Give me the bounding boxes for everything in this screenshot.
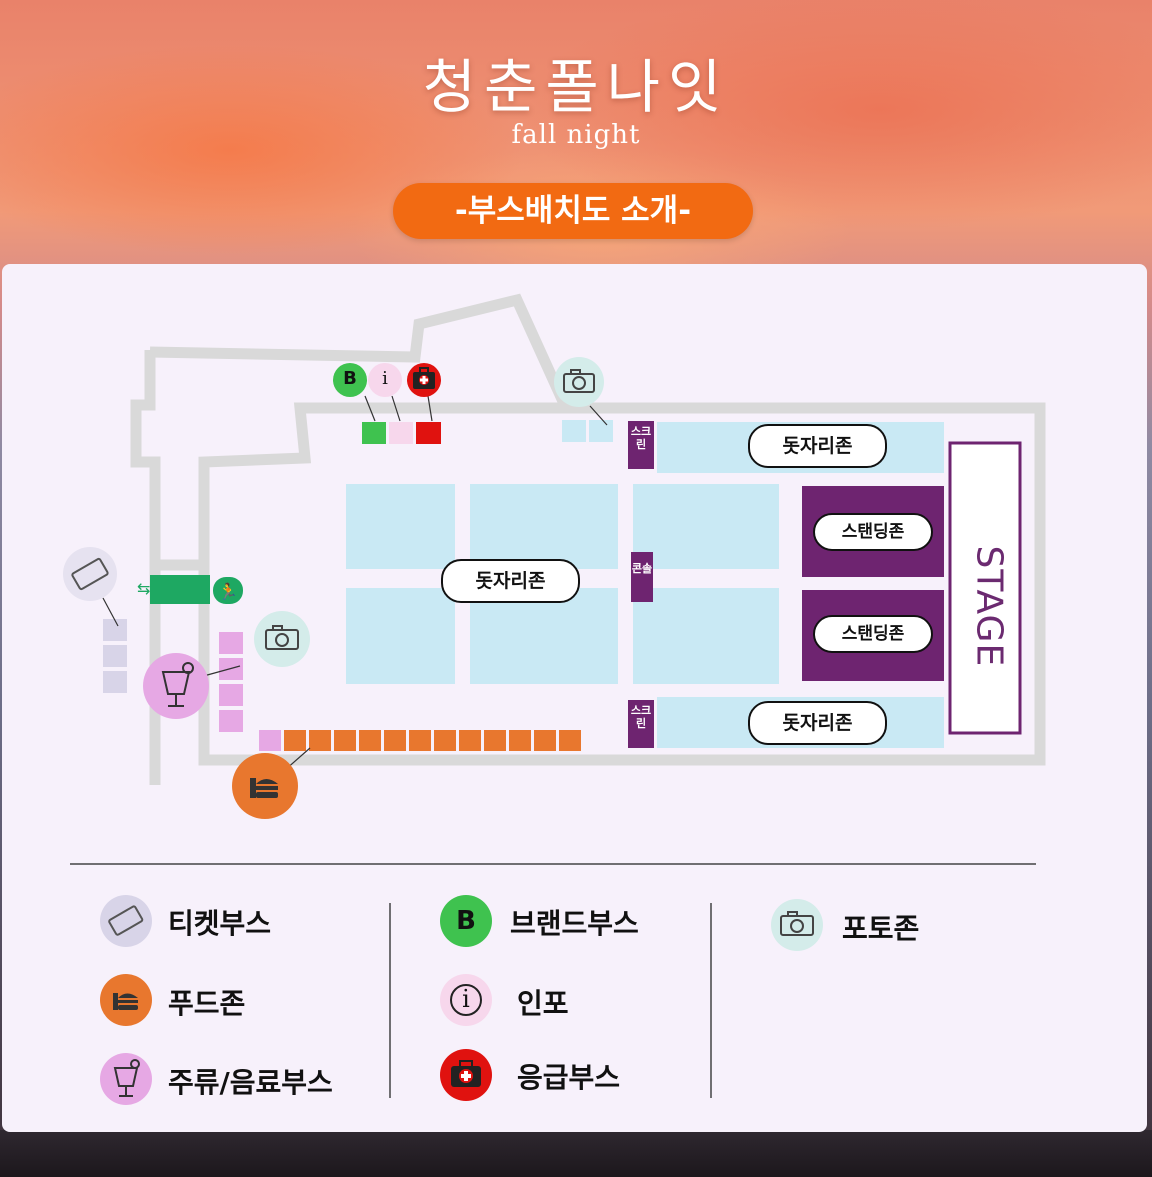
burger-icon [113,993,138,1010]
legend-drink-label: 주류/음료부스 [168,1066,333,1099]
drink-booths [219,632,281,751]
entrance-arrows-icon: ⇆ [137,579,150,598]
exit-sign-icon [213,577,243,604]
photo-zone-top-icon [554,357,604,407]
exit-runner-icon: 🏃 [218,582,238,601]
ticket-map-icon [63,547,117,601]
seat-block [633,588,779,684]
ticket-icon [71,557,109,591]
stage-label: STAGE [968,545,1010,668]
info-badge-letter: i [382,368,388,389]
seat-zone-top-label: 돗자리존 [748,424,887,468]
info-legend-letter: i [462,985,470,1013]
standing-zone-label: 스탠딩존 [813,615,933,653]
drink-legend-icon [100,1053,152,1105]
cocktail-icon [161,662,194,707]
legend-photo-label: 포토존 [842,912,920,945]
brand-legend-letter: B [456,906,476,936]
legend-info-label: 인포 [517,987,569,1020]
console-label: 콘솔 [631,562,653,575]
legend-ticket-label: 티켓부스 [168,907,272,940]
screen-top-block [628,421,654,469]
brand-booth [362,422,386,444]
emergency-booth [416,422,441,444]
stage-block [948,441,1022,735]
seat-block [346,588,455,684]
city-night-strip [0,1130,1152,1177]
standing-zone-label: 스탠딩존 [813,513,933,551]
info-map-badge [368,363,402,397]
photo-zone-left-icon [254,611,310,667]
first-aid-kit-icon [451,1060,481,1087]
ticket-legend-icon [100,895,152,947]
screen-bottom-label: 스크린 [630,704,652,730]
brand-legend-icon [440,895,492,947]
seat-block [470,484,618,569]
ticket-icon [108,905,144,936]
ticket-booths [103,619,127,693]
photo-booth-tile [562,420,586,442]
seat-block [346,484,455,569]
seat-block [470,588,618,684]
photo-booth-tile [589,420,613,442]
festival-subtitle: fall night [511,120,641,150]
exit-passage [150,575,210,604]
info-legend-icon [440,974,492,1026]
seat-zone-bottom-label: 돗자리존 [748,701,887,745]
burger-icon [250,778,278,798]
photo-legend-icon [771,899,823,951]
drink-map-icon [143,653,209,719]
info-booth [389,422,413,444]
legend-emergency-label: 응급부스 [517,1061,621,1094]
venue-walls [130,293,1046,785]
pointer-lines [102,395,608,771]
section-banner: -부스배치도 소개- [393,183,753,239]
camera-icon [780,911,814,936]
seat-zone-center-label: 돗자리존 [441,559,580,603]
cocktail-icon [113,1059,140,1097]
screen-top-label: 스크린 [630,425,652,451]
console-block [631,552,653,602]
first-aid-kit-icon [413,367,435,389]
brand-badge-letter: B [343,368,357,389]
food-booths [284,730,581,751]
legend-brand-label: 브랜드부스 [510,907,639,940]
camera-icon [265,369,595,650]
brand-map-badge [333,363,367,397]
festival-title: 청춘폴나잇 [422,53,730,121]
legend-food-label: 푸드존 [168,987,246,1020]
seat-block [633,484,779,569]
screen-bottom-block [628,700,654,748]
